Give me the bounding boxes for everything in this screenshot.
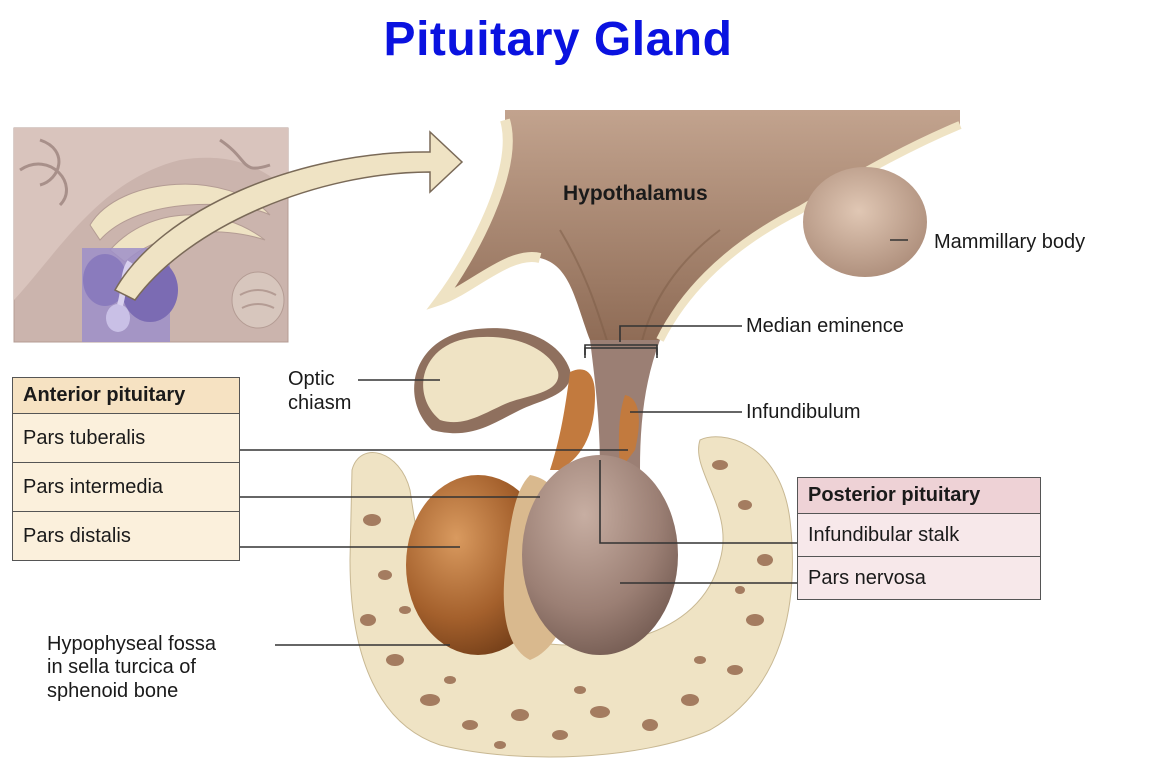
label-optic-chiasm-line1: Optic: [288, 368, 335, 390]
anterior-item-pars-distalis: Pars distalis: [13, 511, 239, 560]
anterior-pituitary-box: Anterior pituitary Pars tuberalis Pars i…: [12, 377, 240, 561]
label-fossa-line1: Hypophyseal fossa: [47, 633, 216, 655]
label-fossa-line2: in sella turcica of: [47, 656, 196, 678]
posterior-pituitary-header: Posterior pituitary: [798, 478, 1040, 514]
posterior-item-pars-nervosa: Pars nervosa: [798, 556, 1040, 599]
label-infundibulum: Infundibulum: [746, 401, 861, 423]
brain-inset: [13, 127, 289, 343]
zoom-arrow: [113, 130, 464, 301]
label-mammillary-body: Mammillary body: [934, 231, 1086, 253]
pars-tuberalis: [550, 369, 595, 470]
label-hypothalamus: Hypothalamus: [563, 182, 708, 205]
label-median-eminence: Median eminence: [746, 315, 904, 337]
anterior-item-pars-tuberalis: Pars tuberalis: [23, 427, 146, 449]
page-title: Pituitary Gland: [383, 13, 733, 66]
leader-lines: [170, 239, 908, 646]
mammillary-body: [803, 167, 927, 277]
pars-nervosa: [522, 455, 678, 655]
optic-chiasm: [414, 328, 571, 434]
anterior-item-pars-intermedia: Pars intermedia: [13, 462, 239, 511]
anterior-pituitary-header: Anterior pituitary: [13, 378, 239, 414]
posterior-item-infundibular-stalk: Infundibular stalk: [808, 524, 960, 546]
posterior-pituitary-box: Posterior pituitary Infundibular stalk P…: [797, 477, 1041, 600]
hypothalamus: [426, 110, 962, 351]
label-fossa-line3: sphenoid bone: [47, 680, 179, 702]
label-optic-chiasm-line2: chiasm: [288, 392, 352, 414]
